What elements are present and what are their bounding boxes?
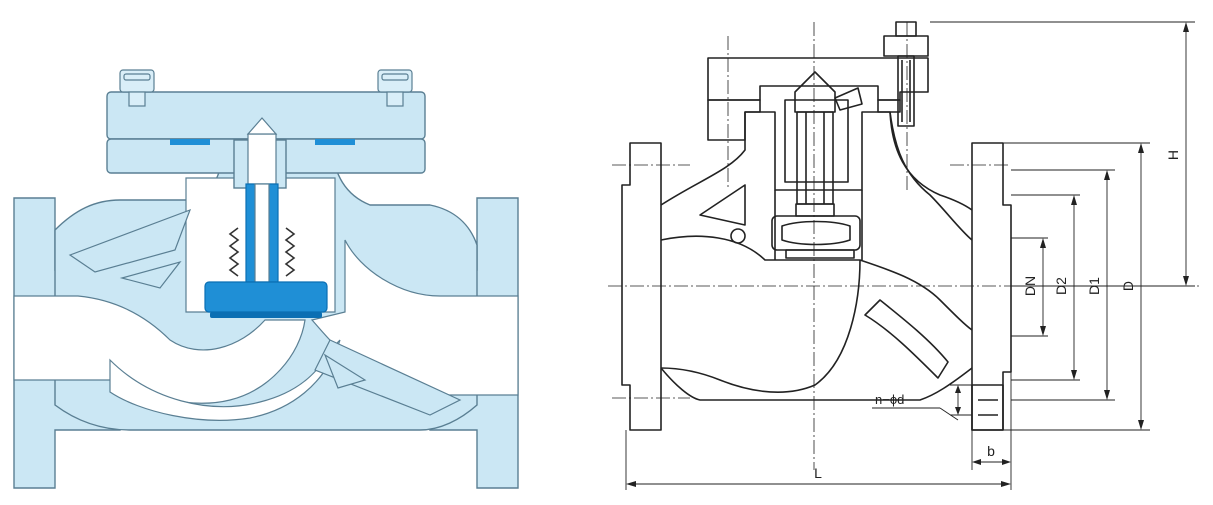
arrow-b-left: [972, 459, 981, 465]
label-d2: D2: [1053, 277, 1069, 295]
right-chamber-wall: [774, 190, 863, 260]
label-dn: DN: [1022, 276, 1038, 296]
left-rib-inner-2: [323, 353, 367, 389]
right-drain-plug: [730, 228, 746, 244]
arrow-d2-top: [1071, 195, 1077, 205]
left-lower-cavity: [109, 339, 341, 421]
right-disc-ring: [785, 249, 855, 259]
dimension-labels: H D D1 D2 DN L b n−ϕd: [814, 150, 1181, 481]
left-rib-inner: [119, 260, 182, 289]
right-stem-head: [794, 71, 836, 113]
right-inlet-passage: [660, 235, 861, 393]
arrow-l-left: [626, 481, 636, 487]
arrow-d-top: [1138, 143, 1144, 153]
arrow-h-bot: [1183, 276, 1189, 286]
left-bolt-nut-l2: [123, 73, 151, 81]
left-stem-tip: [246, 117, 278, 135]
left-bolt-nut-r: [377, 69, 413, 93]
left-stem-inner: [254, 183, 270, 283]
dimension-lines: [625, 21, 1195, 490]
right-inlet-flange: [621, 142, 662, 431]
right-rib-upper: [699, 184, 746, 226]
left-rib-upper: [68, 208, 192, 273]
label-d: D: [1120, 281, 1136, 291]
left-gaskets: [170, 139, 355, 145]
left-spring-coil-l: [228, 227, 240, 277]
left-spring: [228, 227, 296, 277]
arrow-bolt-top: [955, 385, 961, 393]
arrow-dn-top: [1040, 238, 1046, 248]
colored-section-view: [13, 69, 519, 489]
right-disc: [771, 203, 861, 259]
label-h: H: [1165, 150, 1181, 160]
left-bolt-nut-r2: [381, 73, 409, 81]
dimension-arrows: [626, 22, 1189, 487]
arrow-bolt-bot: [955, 407, 961, 415]
right-bolt-nut-top: [895, 21, 917, 37]
left-stem-top: [247, 133, 277, 185]
left-gasket-r: [315, 139, 355, 145]
right-bolt-shank: [897, 55, 915, 127]
right-bonnet-lower: [707, 99, 761, 141]
left-disc-body: [204, 281, 328, 313]
right-disc-top: [795, 203, 835, 217]
left-spring-coil-r: [284, 227, 296, 277]
left-bolts: [119, 69, 413, 107]
right-outlet-flange: [971, 142, 1012, 431]
label-bolt-holes: n−ϕd: [875, 392, 904, 407]
right-bolt-nut: [883, 35, 929, 57]
left-bolt-nut-l: [119, 69, 155, 93]
left-ribs: [68, 208, 462, 416]
right-stem-lever: [834, 87, 863, 111]
arrow-dn-bot: [1040, 326, 1046, 336]
arrow-d1-bot: [1104, 390, 1110, 400]
left-disc: [204, 281, 328, 318]
right-guide-body: [784, 99, 849, 183]
right-outlet-passage: [859, 259, 973, 331]
right-lower-web: [864, 299, 949, 379]
arrow-d1-top: [1104, 170, 1110, 180]
right-bonnet: [707, 57, 929, 101]
right-bolt-hole-body: [971, 384, 1004, 431]
right-bolt-hole: [971, 384, 1004, 431]
right-disc-seat: [781, 220, 851, 246]
left-stem-guide: [233, 117, 287, 283]
left-gasket-l: [170, 139, 210, 145]
left-bolt-shank-r: [386, 91, 404, 107]
label-b: b: [987, 443, 995, 459]
dimension-line-view: [608, 21, 1200, 490]
arrow-l-right: [1001, 481, 1011, 487]
arrow-h-top: [1183, 22, 1189, 32]
label-d1: D1: [1086, 277, 1102, 295]
arrow-b-right: [1002, 459, 1011, 465]
right-bonnet-right: [877, 99, 901, 113]
right-bolt: [883, 21, 929, 127]
left-bolt-shank-l: [128, 91, 146, 107]
arrow-d2-bot: [1071, 370, 1077, 380]
right-stem-guide: [784, 71, 863, 205]
arrow-d-bot: [1138, 420, 1144, 430]
left-disc-seat: [210, 312, 322, 318]
right-outlet-upper: [889, 111, 973, 241]
label-l: L: [814, 465, 822, 481]
leader-bolt-2: [939, 407, 959, 421]
left-rib-lower: [314, 339, 462, 416]
right-body-outline: [660, 111, 973, 401]
